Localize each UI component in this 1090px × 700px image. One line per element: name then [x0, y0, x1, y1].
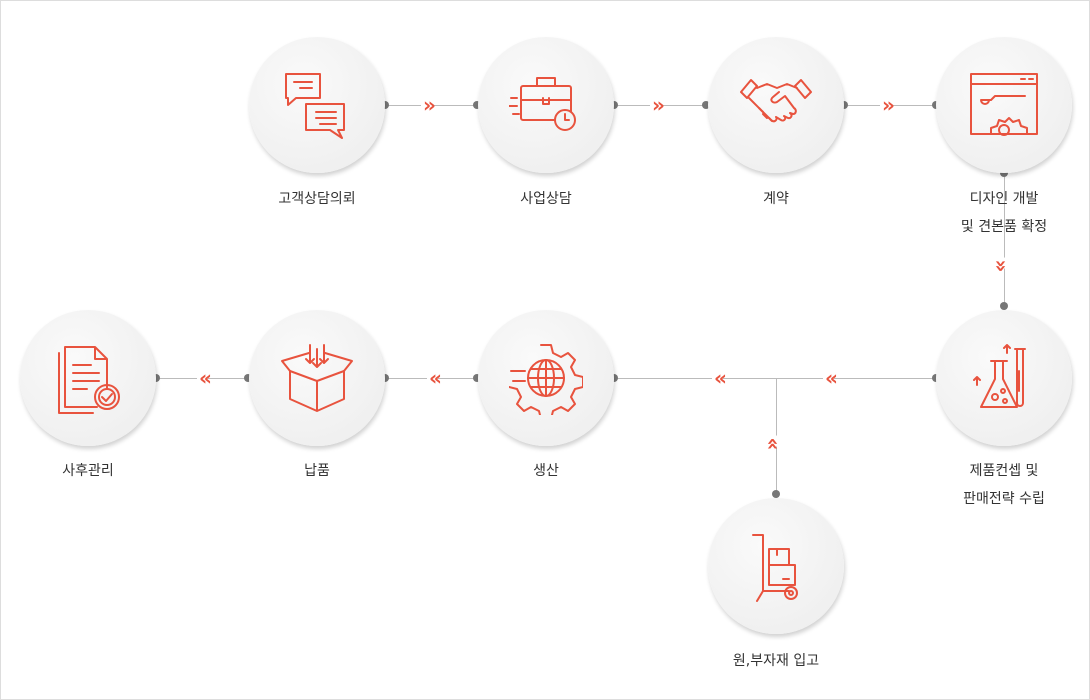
- step-label-line: 및 견본품 확정: [960, 219, 1048, 235]
- connector-dot: [772, 490, 780, 498]
- step-label: 생산: [533, 463, 559, 479]
- step-materials-receiving: [708, 498, 844, 634]
- step-design-development: [936, 37, 1072, 173]
- document-check-icon: [58, 346, 120, 414]
- step-after-service: [20, 310, 156, 446]
- arrow-down-icon: »: [989, 257, 1014, 269]
- connector-dot: [244, 374, 252, 382]
- arrow-left-icon: «: [823, 366, 838, 390]
- step-production: [478, 310, 614, 446]
- step-label: 납품: [304, 463, 330, 479]
- browser-wrench-gear-icon: [970, 73, 1038, 136]
- step-label-line: 판매전략 수립: [963, 491, 1045, 507]
- connector-dot: [1000, 302, 1008, 310]
- connector-dot: [702, 101, 710, 109]
- step-consultation-request: [249, 37, 385, 173]
- connector-dot: [473, 374, 481, 382]
- connector-dot: [840, 101, 848, 109]
- lab-flask-icon: [973, 344, 1026, 408]
- arrow-left-icon: «: [197, 366, 212, 390]
- chat-bubbles-icon: [285, 73, 345, 139]
- gear-globe-icon: [509, 344, 583, 415]
- arrow-right-icon: »: [650, 93, 665, 117]
- briefcase-clock-icon: [509, 77, 576, 131]
- step-label: 원,부자재 입고: [732, 653, 820, 669]
- connector-dot: [610, 101, 618, 109]
- arrow-left-icon: «: [427, 366, 442, 390]
- step-label: 계약: [763, 191, 789, 207]
- step-label-line: 디자인 개발: [969, 191, 1039, 207]
- step-contract: [708, 37, 844, 173]
- hand-truck-icon: [752, 534, 798, 602]
- arrow-left-icon: «: [712, 366, 727, 390]
- connector: [1004, 173, 1005, 310]
- step-label: 고객상담의뢰: [278, 191, 356, 207]
- box-delivery-icon: [281, 344, 353, 412]
- step-label: 사업상담: [520, 191, 572, 207]
- arrow-up-icon: «: [761, 435, 786, 447]
- connector-dot: [381, 374, 389, 382]
- step-label: 사후관리: [62, 463, 114, 479]
- step-business-consulting: [478, 37, 614, 173]
- step-label-line: 제품컨셉 및: [969, 463, 1039, 479]
- connector: [614, 378, 936, 379]
- connector-dot: [381, 101, 389, 109]
- step-product-concept: [936, 310, 1072, 446]
- connector-dot: [610, 374, 618, 382]
- handshake-icon: [740, 79, 812, 123]
- arrow-right-icon: »: [421, 93, 436, 117]
- connector-dot: [152, 374, 160, 382]
- arrow-right-icon: »: [880, 93, 895, 117]
- connector-dot: [1000, 169, 1008, 177]
- connector-dot: [473, 101, 481, 109]
- step-delivery: [249, 310, 385, 446]
